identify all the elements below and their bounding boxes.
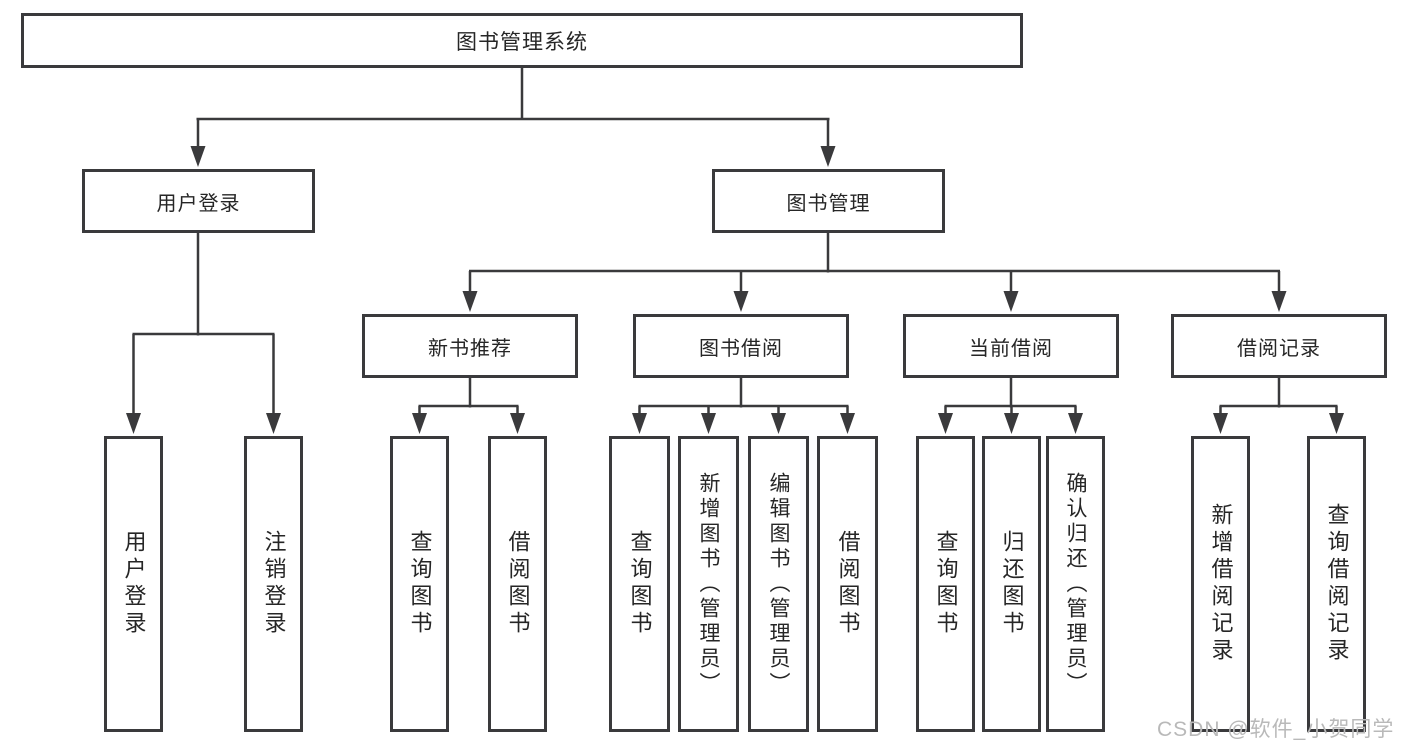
node-new-book-recommendation: 新书推荐 (362, 314, 578, 378)
leaf-search-books-current: 查询图书 (916, 436, 975, 732)
node-current-borrowing: 当前借阅 (903, 314, 1119, 378)
leaf-return-books: 归还图书 (982, 436, 1041, 732)
node-label: 当前借阅 (969, 337, 1053, 360)
leaf-label: 查询借阅记录 (1324, 503, 1350, 665)
arrowheads (126, 146, 1344, 434)
leaf-label: 编辑图书（管理员） (767, 471, 790, 697)
leaf-label: 新增借阅记录 (1208, 503, 1234, 665)
csdn-watermark: CSDN @软件_小贺同学 (1157, 718, 1395, 741)
node-user-login-branch: 用户登录 (82, 169, 315, 233)
leaf-search-books-borrow: 查询图书 (609, 436, 670, 732)
node-label: 图书管理系统 (456, 30, 588, 54)
node-label: 新书推荐 (428, 337, 512, 360)
node-borrowing-records: 借阅记录 (1171, 314, 1387, 378)
leaf-confirm-return-admin: 确认归还（管理员） (1046, 436, 1105, 732)
leaf-search-books-rec: 查询图书 (390, 436, 449, 732)
leaf-logout: 注销登录 (244, 436, 303, 732)
leaf-user-login: 用户登录 (104, 436, 163, 732)
leaf-label: 查询图书 (627, 530, 653, 638)
leaf-label: 借阅图书 (835, 530, 861, 638)
node-book-management-branch: 图书管理 (712, 169, 945, 233)
leaf-add-books-admin: 新增图书（管理员） (678, 436, 739, 732)
node-label: 用户登录 (156, 192, 241, 215)
connector-shafts (132, 68, 1338, 418)
leaf-label: 用户登录 (121, 530, 147, 638)
leaf-label: 确认归还（管理员） (1064, 471, 1087, 697)
leaf-borrow-books-rec: 借阅图书 (488, 436, 547, 732)
leaf-label: 借阅图书 (505, 530, 531, 638)
leaf-label: 查询图书 (933, 530, 959, 638)
leaf-borrow-books: 借阅图书 (817, 436, 878, 732)
leaf-add-borrow-record: 新增借阅记录 (1191, 436, 1250, 732)
node-library-management-system: 图书管理系统 (21, 13, 1023, 68)
node-book-borrowing: 图书借阅 (633, 314, 849, 378)
leaf-label: 归还图书 (999, 530, 1025, 638)
node-label: 图书管理 (786, 192, 871, 215)
node-label: 图书借阅 (699, 337, 783, 360)
leaf-search-borrow-record: 查询借阅记录 (1307, 436, 1366, 732)
leaf-label: 新增图书（管理员） (697, 471, 720, 697)
leaf-label: 查询图书 (407, 530, 433, 638)
node-label: 借阅记录 (1237, 337, 1321, 360)
leaf-edit-books-admin: 编辑图书（管理员） (748, 436, 809, 732)
leaf-label: 注销登录 (261, 530, 287, 638)
